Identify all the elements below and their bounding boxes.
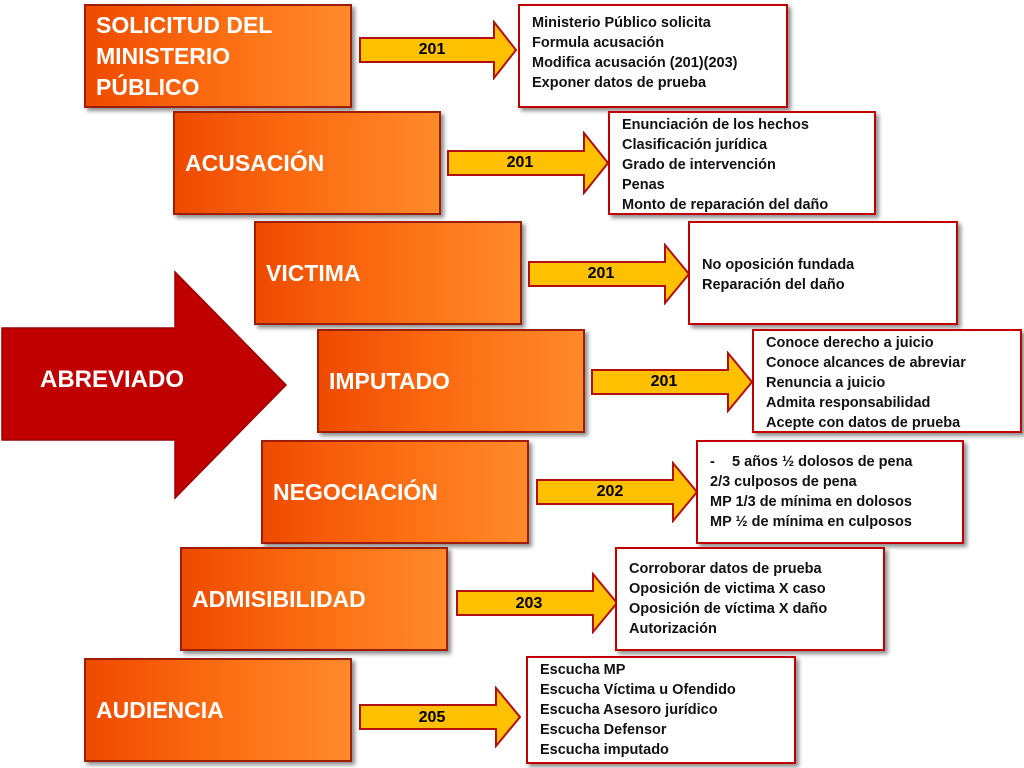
info-box-solicitud: Ministerio Público solicita Formula acus… [518,4,788,108]
info-item: Oposición de víctima X daño [629,601,828,617]
article-label: 201 [587,265,615,282]
info-item: Formula acusación [532,35,665,51]
stage-title-line: SOLICITUD DEL [96,11,273,38]
abreviado-arrow [1,270,288,500]
info-box-admisibilidad: Corroborar datos de prueba Oposición de … [615,547,885,651]
article-label: 201 [418,41,446,58]
info-item: Escucha MP [540,662,626,678]
info-item: MP ½ de mínima en culposos [710,514,912,530]
info-item: Enunciación de los hechos [622,117,809,133]
stage-imputado: IMPUTADO [317,329,585,433]
stage-solicitud: SOLICITUD DEL MINISTERIO PÚBLICO [84,4,352,108]
stage-title: NEGOCIACIÓN [273,478,438,505]
info-item: Penas [622,177,665,193]
info-item: Monto de reparación del daño [622,197,829,213]
connector-arrow [359,686,522,748]
article-label: 203 [515,595,543,612]
stage-title: AUDIENCIA [96,696,224,723]
stage-admisibilidad: ADMISIBILIDAD [180,547,448,651]
info-item: Escucha Defensor [540,722,667,738]
info-item: Conoce alcances de abreviar [766,355,966,371]
article-label: 202 [596,483,624,500]
stage-title: VICTIMA [266,259,361,286]
info-box-victima: No oposición fundada Reparación del daño [688,221,958,325]
info-item: MP 1/3 de mínima en dolosos [710,494,912,510]
info-item: 2/3 culposos de pena [710,474,857,490]
stage-title: SOLICITUD DEL MINISTERIO PÚBLICO [96,10,272,103]
info-item: Corroborar datos de prueba [629,561,822,577]
info-item: Clasificación jurídica [622,137,768,153]
connector-arrow [456,572,619,634]
info-box-imputado: Conoce derecho a juicio Conoce alcances … [752,329,1022,433]
info-item: Ministerio Público solicita [532,15,711,31]
info-item: Conoce derecho a juicio [766,335,934,351]
info-item: Grado de intervención [622,157,776,173]
connector-arrow [536,461,699,523]
connector-arrow [359,20,518,80]
connector-arrow [591,351,754,413]
connector-arrow [447,131,610,195]
info-item: Escucha imputado [540,742,669,758]
info-item: Exponer datos de prueba [532,75,707,91]
info-item: Admita responsabilidad [766,395,931,411]
info-item: Acepte con datos de prueba [766,415,961,431]
info-item: Escucha Asesoro jurídico [540,702,718,718]
abreviado-label: ABREVIADO [40,366,185,393]
info-item: Escucha Víctima u Ofendido [540,682,736,698]
stage-acusacion: ACUSACIÓN [173,111,441,215]
stage-title-line: MINISTERIO [96,42,231,69]
info-box-audiencia: Escucha MP Escucha Víctima u Ofendido Es… [526,656,796,764]
stage-negociacion: NEGOCIACIÓN [261,440,529,544]
info-item-first: - 5 años ½ dolosos de pena [710,452,954,472]
article-label: 201 [506,154,534,171]
stage-title: IMPUTADO [329,367,450,394]
article-label: 201 [650,373,678,390]
info-item: 5 años ½ dolosos de pena [732,454,913,470]
info-item: Oposición de victima X caso [629,581,826,597]
stage-title: ACUSACIÓN [185,149,325,176]
connector-arrow [528,243,691,305]
info-item: No oposición fundada [702,257,855,273]
stage-audiencia: AUDIENCIA [84,658,352,762]
info-box-acusacion: Enunciación de los hechos Clasificación … [608,111,876,215]
stage-victima: VICTIMA [254,221,522,325]
info-box-negociacion: - 5 años ½ dolosos de pena 2/3 culposos d… [696,440,964,544]
article-label: 205 [418,709,446,726]
info-item: Renuncia a juicio [766,375,886,391]
bullet-dash: - [710,454,715,470]
stage-title: ADMISIBILIDAD [192,585,366,612]
info-item: Reparación del daño [702,277,845,293]
info-item: Autorización [629,621,717,637]
stage-title-line: PÚBLICO [96,73,200,100]
info-item: Modifica acusación (201)(203) [532,55,738,71]
